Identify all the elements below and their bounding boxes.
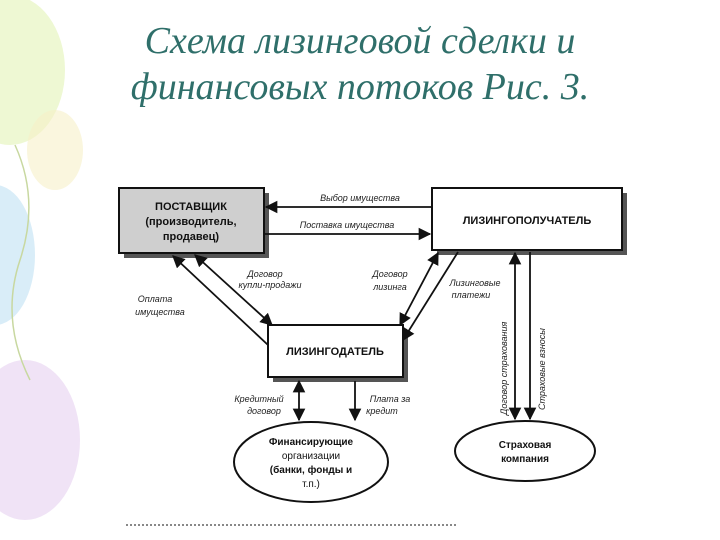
- financiers-line-2: организации: [282, 451, 340, 462]
- insurer-line-1: Страховая: [499, 440, 552, 451]
- supplier-line-3: продавец): [163, 231, 220, 243]
- arrow-payment: [172, 255, 269, 346]
- label-insurance-contract: Договор страхования: [499, 322, 509, 416]
- label-delivery: Поставка имущества: [300, 220, 395, 230]
- arrow-leasing-contract: [399, 251, 439, 327]
- lessee-label: ЛИЗИНГОПОЛУЧАТЕЛЬ: [463, 215, 592, 227]
- label-leasing-contract-1: Договор: [371, 269, 407, 279]
- supplier-line-1: ПОСТАВЩИК: [155, 201, 227, 213]
- label-credit-contract-2: договор: [247, 406, 281, 416]
- insurer-line-2: компания: [501, 454, 549, 465]
- supplier-line-2: (производитель,: [145, 216, 236, 228]
- title-line-2: финансовых потоков Рис. 3.: [130, 66, 590, 108]
- label-purchase-contract-2: купли-продажи: [239, 280, 302, 290]
- title-line-1: Схема лизинговой сделки и: [144, 20, 576, 62]
- label-insurance-fees: Страховые взносы: [537, 328, 547, 410]
- label-credit-contract-1: Кредитный: [234, 394, 283, 404]
- financiers-line-4: т.п.): [302, 479, 320, 490]
- supplier-box: ПОСТАВЩИК (производитель, продавец): [118, 187, 269, 258]
- label-credit-payment-2: кредит: [366, 406, 398, 416]
- lessor-box: ЛИЗИНГОДАТЕЛЬ: [267, 324, 408, 382]
- arrow-purchase-contract: [194, 254, 273, 326]
- financiers-ellipse: Финансирующие организации (банки, фонды …: [233, 421, 389, 503]
- label-purchase-contract-1: Договор: [246, 269, 282, 279]
- insurer-ellipse: Страховая компания: [454, 420, 596, 482]
- lessor-label: ЛИЗИНГОДАТЕЛЬ: [286, 346, 384, 358]
- cropped-caption: [126, 524, 456, 532]
- financiers-line-1: Финансирующие: [269, 437, 354, 448]
- label-choice: Выбор имущества: [320, 193, 400, 203]
- arrow-leasing-payments: [402, 251, 459, 342]
- label-leasing-payments-1: Лизинговые: [449, 278, 501, 288]
- label-leasing-contract-2: лизинга: [372, 282, 407, 292]
- financiers-line-3: (банки, фонды и: [270, 464, 352, 476]
- lessee-box: ЛИЗИНГОПОЛУЧАТЕЛЬ: [431, 187, 627, 255]
- label-credit-payment-1: Плата за: [370, 394, 411, 404]
- balloon-decoration: [0, 0, 83, 520]
- label-leasing-payments-2: платежи: [452, 290, 491, 300]
- label-payment-1: Оплата: [138, 294, 172, 304]
- slide-title: Схема лизинговой сделки и финансовых пот…: [90, 18, 630, 110]
- label-payment-2: имущества: [135, 307, 185, 317]
